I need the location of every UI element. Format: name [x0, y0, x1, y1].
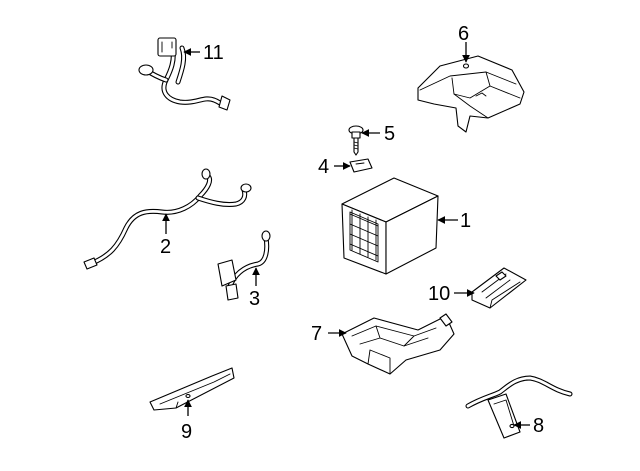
part-10-bracket	[471, 267, 527, 309]
callout-10: 10	[428, 283, 450, 305]
callout-2: 2	[160, 236, 171, 258]
callout-1: 1	[460, 210, 471, 232]
part-11-cable-harness	[138, 37, 231, 111]
callout-5: 5	[384, 123, 395, 145]
part-7-battery-tray	[341, 313, 455, 375]
part-6-battery-cover	[417, 55, 525, 133]
part-9-bracket	[149, 367, 235, 411]
part-8-support	[465, 375, 573, 439]
callout-9: 9	[181, 421, 192, 443]
part-5-bolt	[348, 125, 364, 156]
part-4-clip	[349, 158, 373, 173]
callout-6: 6	[458, 23, 469, 45]
callout-7: 7	[311, 323, 322, 345]
callout-11: 11	[203, 42, 224, 64]
part-1-battery	[341, 177, 439, 275]
part-3-cable	[217, 230, 271, 301]
callout-3: 3	[249, 288, 260, 310]
callout-4: 4	[318, 156, 329, 178]
callout-8: 8	[533, 415, 544, 437]
part-2-cable	[83, 168, 252, 270]
